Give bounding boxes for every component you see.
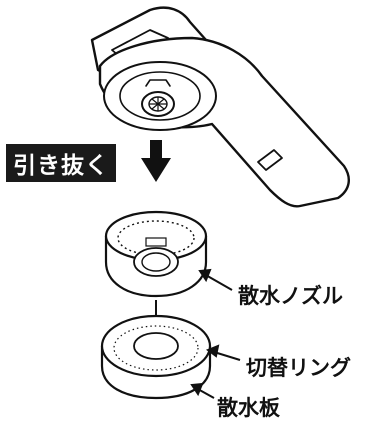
- faucet-head: [90, 6, 350, 208]
- pull-arrow: [141, 140, 171, 182]
- spray-nozzle-part: [104, 210, 208, 298]
- callout-switch-ring: 切替リング: [246, 356, 351, 380]
- callout-nozzle: 散水ノズル: [238, 284, 343, 308]
- callout-spray-plate: 散水板: [217, 396, 280, 420]
- callout-leaders: [190, 268, 241, 399]
- action-badge: 引き抜く: [6, 144, 116, 182]
- switch-ring-part: [100, 300, 212, 400]
